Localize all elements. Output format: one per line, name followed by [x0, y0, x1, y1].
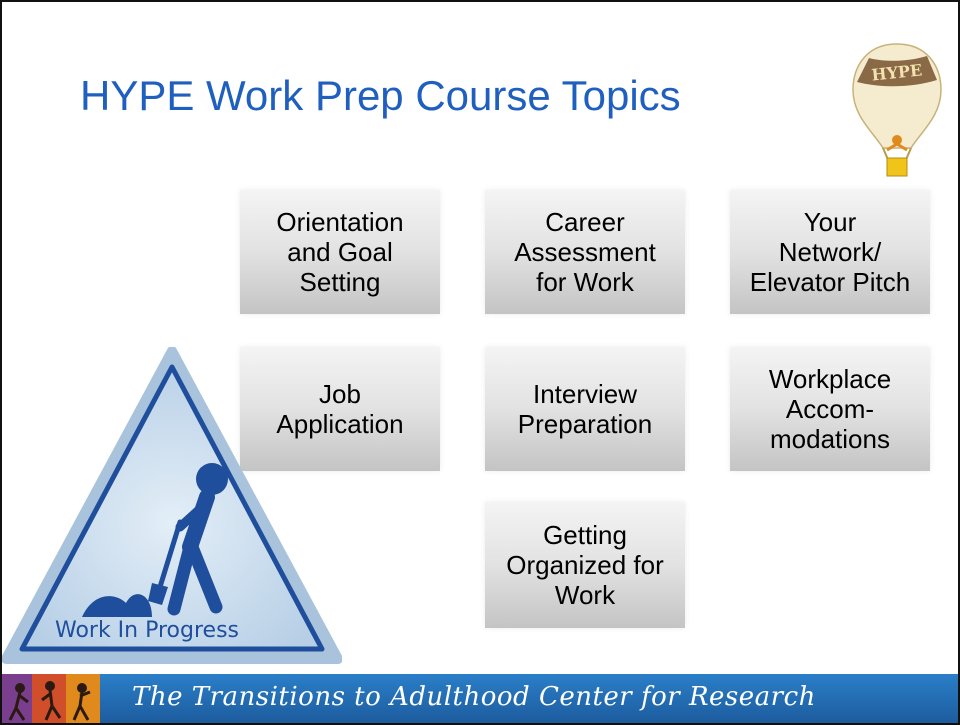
hot-air-balloon-icon: HYPE	[852, 43, 942, 177]
topic-workplace-accommodations: Workplace Accom- modations	[730, 347, 930, 471]
sign-label: Work In Progress	[55, 618, 239, 643]
topic-getting-organized: Getting Organized for Work	[485, 502, 685, 628]
topic-job-application: Job Application	[240, 347, 440, 471]
topic-label: Job Application	[276, 379, 404, 439]
work-in-progress-sign-icon: Work In Progress	[2, 347, 342, 664]
topic-label: Workplace Accom- modations	[768, 364, 892, 454]
slide-title: HYPE Work Prep Course Topics	[80, 72, 681, 119]
topic-label: Getting Organized for Work	[506, 520, 664, 610]
topic-label: Orientation and Goal Setting	[276, 207, 404, 297]
topic-label: Your Network/ Elevator Pitch	[749, 207, 911, 297]
footer-banner: The Transitions to Adulthood Center for …	[2, 674, 958, 723]
topic-interview-preparation: Interview Preparation	[485, 347, 685, 471]
topic-label: Career Assessment for Work	[514, 207, 656, 297]
topic-career-assessment: Career Assessment for Work	[485, 190, 685, 314]
youth-photo-icon	[2, 674, 100, 723]
topic-network-elevator-pitch: Your Network/ Elevator Pitch	[730, 190, 930, 314]
topic-orientation-goal-setting: Orientation and Goal Setting	[240, 190, 440, 314]
footer-text: The Transitions to Adulthood Center for …	[132, 682, 816, 712]
topic-label: Interview Preparation	[517, 379, 653, 439]
